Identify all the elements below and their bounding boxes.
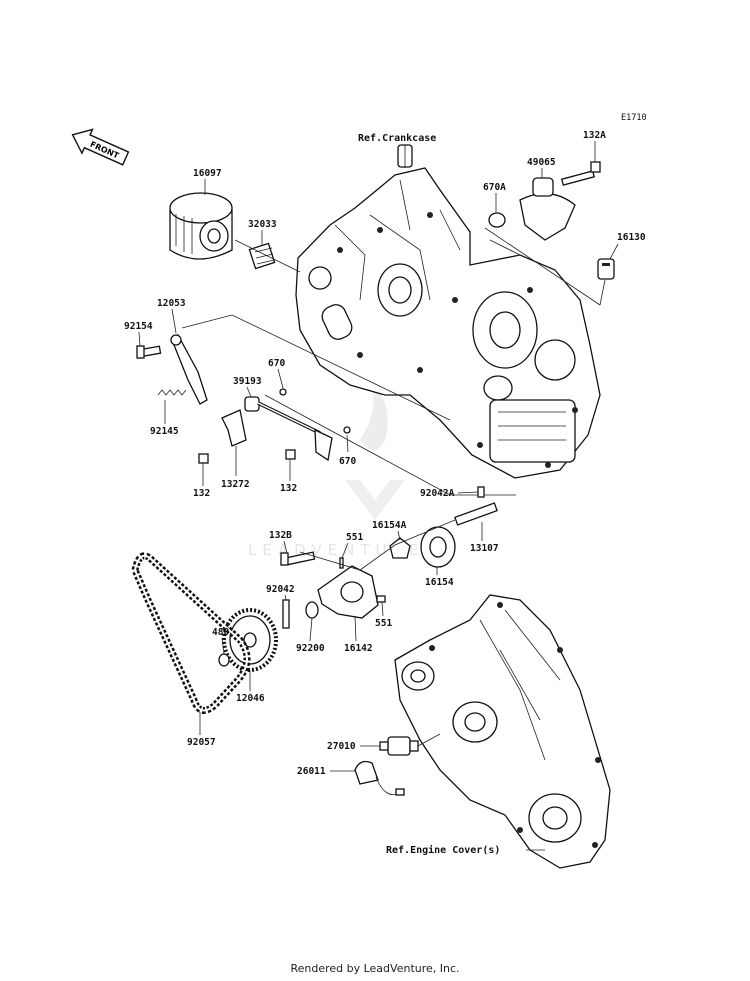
footer-credit: Rendered by LeadVenture, Inc. bbox=[290, 962, 460, 975]
ref-engine-cover: Ref.Engine Cover(s) bbox=[386, 844, 500, 856]
rotor-16154a bbox=[389, 537, 411, 559]
label-16154: 16154 bbox=[425, 577, 454, 588]
oil-filter bbox=[169, 192, 233, 260]
ref-crankcase: Ref.Crankcase bbox=[358, 133, 436, 144]
label-92042: 92042 bbox=[266, 584, 295, 595]
pump-body-16142 bbox=[317, 565, 386, 619]
front-arrow: FRONT bbox=[71, 128, 130, 166]
switch-27010 bbox=[379, 736, 419, 756]
part-labels: 16097 32033 132A 49065 670A 16130 12053 … bbox=[124, 130, 646, 777]
bolt-132b bbox=[280, 551, 316, 566]
label-132-left: 132 bbox=[193, 488, 210, 499]
label-480: 480 bbox=[212, 627, 229, 638]
bolt-132a bbox=[560, 161, 601, 186]
label-92057: 92057 bbox=[187, 737, 216, 748]
label-92200: 92200 bbox=[296, 643, 325, 654]
label-16154a: 16154A bbox=[372, 520, 407, 531]
bolts-132 bbox=[198, 449, 296, 464]
sensor-16130 bbox=[597, 258, 615, 280]
bracket-13272 bbox=[221, 409, 247, 447]
bolt-92154 bbox=[136, 345, 162, 359]
label-39193: 39193 bbox=[233, 376, 262, 387]
shaft-13107 bbox=[454, 486, 498, 526]
label-16097: 16097 bbox=[193, 168, 222, 179]
engine-cover bbox=[394, 594, 611, 869]
label-132-right: 132 bbox=[280, 483, 297, 494]
spring-92145 bbox=[157, 389, 187, 396]
pipe-32033 bbox=[248, 242, 276, 270]
label-16142: 16142 bbox=[344, 643, 373, 654]
label-32033: 32033 bbox=[248, 219, 277, 230]
label-12053: 12053 bbox=[157, 298, 186, 309]
label-13272: 13272 bbox=[221, 479, 250, 490]
label-16130: 16130 bbox=[617, 232, 646, 243]
washer-92200 bbox=[305, 601, 319, 619]
cover-49065 bbox=[488, 177, 576, 241]
label-132a: 132A bbox=[583, 130, 606, 141]
label-132b: 132B bbox=[269, 530, 292, 541]
watermark: LEADVENTURE bbox=[248, 380, 424, 559]
sensor-26011 bbox=[354, 760, 405, 796]
circlip-480 bbox=[218, 653, 230, 667]
chain-92057 bbox=[131, 552, 251, 714]
sprocket-12046 bbox=[222, 608, 278, 672]
label-92154: 92154 bbox=[124, 321, 153, 332]
crankcase bbox=[295, 144, 601, 479]
label-49065: 49065 bbox=[527, 157, 556, 168]
chain-guide-12053 bbox=[170, 333, 208, 405]
label-27010: 27010 bbox=[327, 741, 356, 752]
label-551-upper: 551 bbox=[346, 532, 363, 543]
rotor-16154 bbox=[420, 526, 456, 568]
label-92042a: 92042A bbox=[420, 488, 455, 499]
label-670-upper: 670 bbox=[268, 358, 285, 369]
label-13107: 13107 bbox=[470, 543, 499, 554]
label-670-lower: 670 bbox=[339, 456, 356, 467]
label-12046: 12046 bbox=[236, 693, 265, 704]
label-92145: 92145 bbox=[150, 426, 179, 437]
label-26011: 26011 bbox=[297, 766, 326, 777]
oil-strainer-pipe bbox=[244, 388, 351, 462]
label-551-lower: 551 bbox=[375, 618, 392, 629]
watermark-text: LEADVENTURE bbox=[248, 541, 424, 559]
diagram-code: E1710 bbox=[621, 113, 647, 123]
label-670a: 670A bbox=[483, 182, 506, 193]
